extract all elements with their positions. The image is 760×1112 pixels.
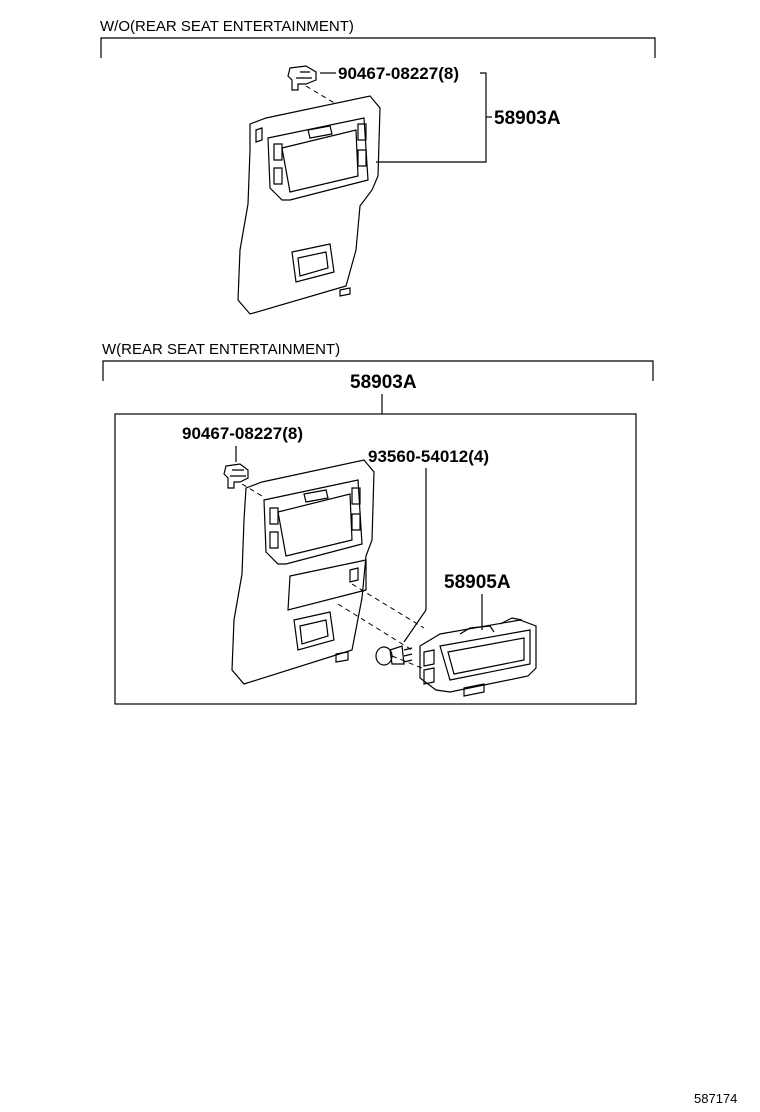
callout-clip-part-number: 90467-08227(8) [182, 424, 303, 443]
section-bracket [102, 360, 654, 381]
leader-line [403, 609, 427, 643]
install-line [337, 603, 413, 651]
callout-panel-part-number: 58903A [494, 108, 561, 129]
callout-screw-part-number: 93560-54012(4) [368, 447, 489, 466]
clip-fastener-drawing [287, 65, 337, 105]
section-bracket [100, 37, 656, 58]
callout-panel-part-number: 58903A [350, 372, 417, 393]
callout-monitor-part-number: 58905A [444, 572, 511, 593]
section-without-rse: W/O(REAR SEAT ENTERTAINMENT) 90467-08227… [100, 18, 656, 315]
section-with-rse: W(REAR SEAT ENTERTAINMENT) 58903A 90467-… [102, 341, 654, 705]
monitor-unit-drawing [419, 617, 537, 697]
console-panel-drawing [237, 95, 381, 315]
section-label-with-rse: W(REAR SEAT ENTERTAINMENT) [102, 341, 340, 358]
clip-fastener-drawing [223, 463, 263, 497]
screw-drawing [375, 645, 413, 666]
assembly-frame [114, 413, 637, 705]
leader-line-bracket [376, 72, 487, 163]
section-label-without-rse: W/O(REAR SEAT ENTERTAINMENT) [100, 18, 354, 35]
console-panel-drawing [231, 459, 375, 685]
diagram-code: 587174 [694, 1091, 737, 1106]
install-line [391, 655, 423, 669]
install-line [351, 583, 425, 629]
callout-clip-part-number: 90467-08227(8) [338, 64, 459, 83]
